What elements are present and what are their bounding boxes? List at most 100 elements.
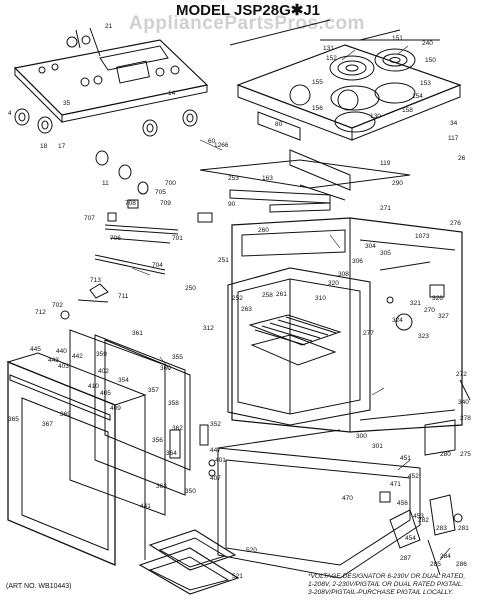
callout: 17 [58, 143, 66, 150]
callout: 282 [418, 517, 429, 524]
callout: 281 [458, 525, 469, 532]
callout: 21 [105, 23, 113, 30]
callout: 277 [363, 330, 374, 337]
callout: 701 [172, 235, 183, 242]
callout: 326 [432, 295, 443, 302]
callout: 713 [90, 277, 101, 284]
callout: 452 [408, 473, 419, 480]
callout: 350 [185, 488, 196, 495]
callout: 152 [326, 55, 337, 62]
callout: 240 [422, 40, 433, 47]
callout: 60 [208, 138, 216, 145]
callout: 153 [420, 80, 431, 87]
callout: 263 [241, 306, 252, 313]
callout: 1266 [214, 142, 229, 149]
callout: 360 [160, 365, 171, 372]
footnote-line: 1-208V, 2-230V/PIGTAIL OR DUAL RATED PIG… [308, 581, 464, 588]
surface-elements [320, 29, 440, 133]
callout: 260 [258, 227, 269, 234]
callout: 280 [440, 451, 451, 458]
control-panel [13, 27, 209, 124]
callout: 306 [352, 258, 363, 265]
callout: 708 [125, 200, 136, 207]
callout: 324 [392, 317, 403, 324]
callout: 285 [430, 561, 441, 568]
callout: 362 [172, 425, 183, 432]
callout: 278 [460, 415, 471, 422]
callout: 340 [458, 399, 469, 406]
callout: 155 [312, 79, 323, 86]
callout: 251 [218, 257, 229, 264]
callout: 354 [118, 377, 129, 384]
callout: 253 [228, 175, 239, 182]
callout: 117 [448, 135, 459, 142]
callout: 271 [380, 205, 391, 212]
callout: 276 [450, 220, 461, 227]
callout: 131 [323, 45, 334, 52]
callout: 310 [315, 295, 326, 302]
watermark: AppliancePartsPros.com [129, 13, 365, 34]
callout: 440 [56, 348, 67, 355]
callout: 364 [166, 450, 177, 457]
callout: 363 [156, 483, 167, 490]
callout: 250 [185, 285, 196, 292]
callout: 283 [436, 525, 447, 532]
callout: 11 [102, 180, 109, 187]
callout: 520 [246, 547, 257, 554]
callout: 154 [412, 93, 423, 100]
callout: 34 [450, 120, 458, 127]
callout: 272 [456, 371, 467, 378]
callout: 1073 [415, 233, 430, 240]
callout: 119 [380, 160, 391, 167]
callout: 453 [413, 513, 424, 520]
callout: 90 [228, 201, 236, 208]
art-number: (ART NO. WB10443) [6, 583, 72, 590]
callout: 705 [155, 189, 166, 196]
voltage-footnote: *VOLTAGE DESIGNATOR 6-230V OR DUAL RATED… [308, 573, 486, 597]
small-parts-right [379, 379, 471, 576]
callout: 252 [232, 295, 243, 302]
callout: 445 [30, 346, 41, 353]
callout: 258 [262, 292, 273, 299]
callout: 290 [392, 180, 403, 187]
callout: 300 [356, 433, 367, 440]
footnote-line: *VOLTAGE DESIGNATOR 6-230V OR DUAL RATED… [308, 573, 466, 580]
callout: 365 [8, 416, 19, 423]
callout: 409 [110, 405, 121, 412]
callout: 367 [42, 421, 53, 428]
callout: 521 [232, 573, 243, 580]
callout: 711 [118, 293, 129, 300]
callout: 441 [140, 503, 151, 510]
callout: 442 [72, 353, 83, 360]
leader-lines [131, 45, 451, 561]
callout: 321 [410, 300, 421, 307]
callout: 471 [390, 481, 401, 488]
callout: 312 [203, 325, 214, 332]
callout: 456 [397, 500, 408, 507]
callout: 4 [8, 110, 12, 117]
callout: 709 [160, 200, 171, 207]
callout: 14 [168, 90, 176, 97]
callout: 704 [152, 262, 163, 269]
storage-drawer [217, 429, 421, 579]
callout: 359 [96, 351, 107, 358]
callout: 447 [210, 447, 221, 454]
callout: 405 [100, 390, 111, 397]
callout: 407 [210, 475, 221, 482]
callout: 18 [40, 143, 48, 150]
callout: 352 [210, 421, 221, 428]
callout: 320 [328, 280, 339, 287]
callout: 287 [400, 555, 411, 562]
callout: 443 [48, 357, 59, 364]
model-title: MODEL JSP28G✱J1 [175, 2, 321, 19]
range-body [231, 217, 463, 433]
footnote-line: 3-208V/PIGTAIL-PURCHASE PIGTAIL LOCALLY. [308, 589, 454, 596]
callout: 80 [275, 121, 283, 128]
callout: 706 [110, 235, 121, 242]
small-parts-left [60, 199, 179, 320]
callout: 286 [456, 561, 467, 568]
control-knobs [14, 108, 198, 195]
callout: 308 [338, 271, 349, 278]
callout: 712 [35, 309, 46, 316]
